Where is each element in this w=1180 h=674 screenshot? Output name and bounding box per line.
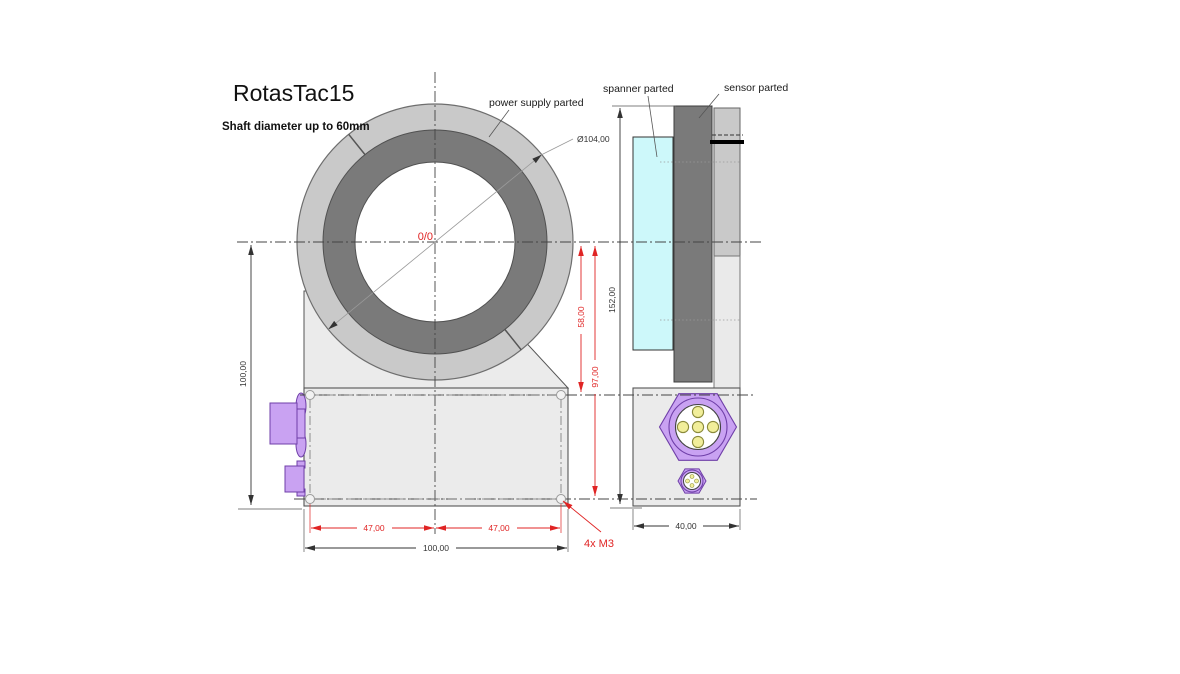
label-gap xyxy=(357,522,392,533)
connector-pin xyxy=(706,420,720,434)
front-base-block xyxy=(303,387,569,507)
label-origin: 0/0 xyxy=(418,231,433,243)
label-gap xyxy=(416,542,456,553)
dim-center-to-lower-holes: 97,00 xyxy=(590,366,600,388)
connector-pin xyxy=(685,478,690,484)
side-connector-small xyxy=(677,468,707,494)
connector-face xyxy=(683,472,701,490)
side-view xyxy=(632,105,744,507)
page-title: RotasTac15 xyxy=(233,80,354,106)
page-subtitle: Shaft diameter up to 60mm xyxy=(222,121,370,133)
diameter-leader-tail xyxy=(541,138,574,155)
spanner-leader xyxy=(647,95,658,158)
mounting-hole xyxy=(305,494,315,504)
dim-side-total-height: 152,00 xyxy=(607,287,617,313)
ring-slit-lower xyxy=(504,329,522,351)
connector-pin xyxy=(694,478,699,484)
connector-body xyxy=(284,465,305,493)
label-gap xyxy=(589,360,601,394)
hole-pattern-rect xyxy=(309,394,562,500)
dim-front-center-to-bottom: 100,00 xyxy=(238,361,248,387)
dim-hole-pitch-right: 47,00 xyxy=(488,523,510,533)
ring-slit-upper xyxy=(348,133,366,156)
connector-pins xyxy=(685,474,699,488)
dim-center-to-upper-holes: 58,00 xyxy=(576,306,586,328)
stator-column-lower xyxy=(713,255,741,389)
label-4x-m3: 4x M3 xyxy=(584,538,614,550)
connector-pin xyxy=(691,435,705,449)
connector-pin xyxy=(689,483,695,488)
connector-pin xyxy=(691,420,705,434)
connector-pin xyxy=(676,420,690,434)
connector-pin xyxy=(691,405,705,419)
front-connector-large xyxy=(269,392,307,458)
dim-side-base-depth: 40,00 xyxy=(675,521,697,531)
label-gap xyxy=(575,300,587,334)
dim-outer-diameter: Ø104,00 xyxy=(577,134,610,144)
diameter-dimension-line xyxy=(327,154,543,330)
sensor-block xyxy=(673,105,713,383)
front-view xyxy=(269,103,574,507)
side-connector-large xyxy=(658,393,738,461)
dim-front-base-width: 100,00 xyxy=(423,543,449,553)
sensor-leader xyxy=(698,93,720,119)
label-sensor-parted: sensor parted xyxy=(724,82,788,94)
annotation-layer: RotasTac15 Shaft diameter up to 60mm pow… xyxy=(222,80,788,158)
power-supply-leader xyxy=(488,109,510,138)
mounting-hole xyxy=(556,390,566,400)
label-gap xyxy=(669,520,703,531)
connector-body xyxy=(269,402,298,445)
stator-column-upper xyxy=(713,107,741,257)
connector-pin xyxy=(689,474,695,479)
label-gap xyxy=(482,522,517,533)
front-connector-small xyxy=(284,460,306,497)
connector-pins xyxy=(676,405,720,449)
clamp-band xyxy=(710,140,744,144)
thread-note-leader xyxy=(562,500,602,533)
label-power-supply-parted: power supply parted xyxy=(489,97,584,109)
mounting-hole xyxy=(305,390,315,400)
label-spanner-parted: spanner parted xyxy=(603,83,674,95)
spanner-block xyxy=(632,136,674,351)
dim-hole-pitch-left: 47,00 xyxy=(363,523,385,533)
dimension-layer: Ø104,00 100,00 100,00 47,00 47,00 58,00 xyxy=(238,105,741,553)
